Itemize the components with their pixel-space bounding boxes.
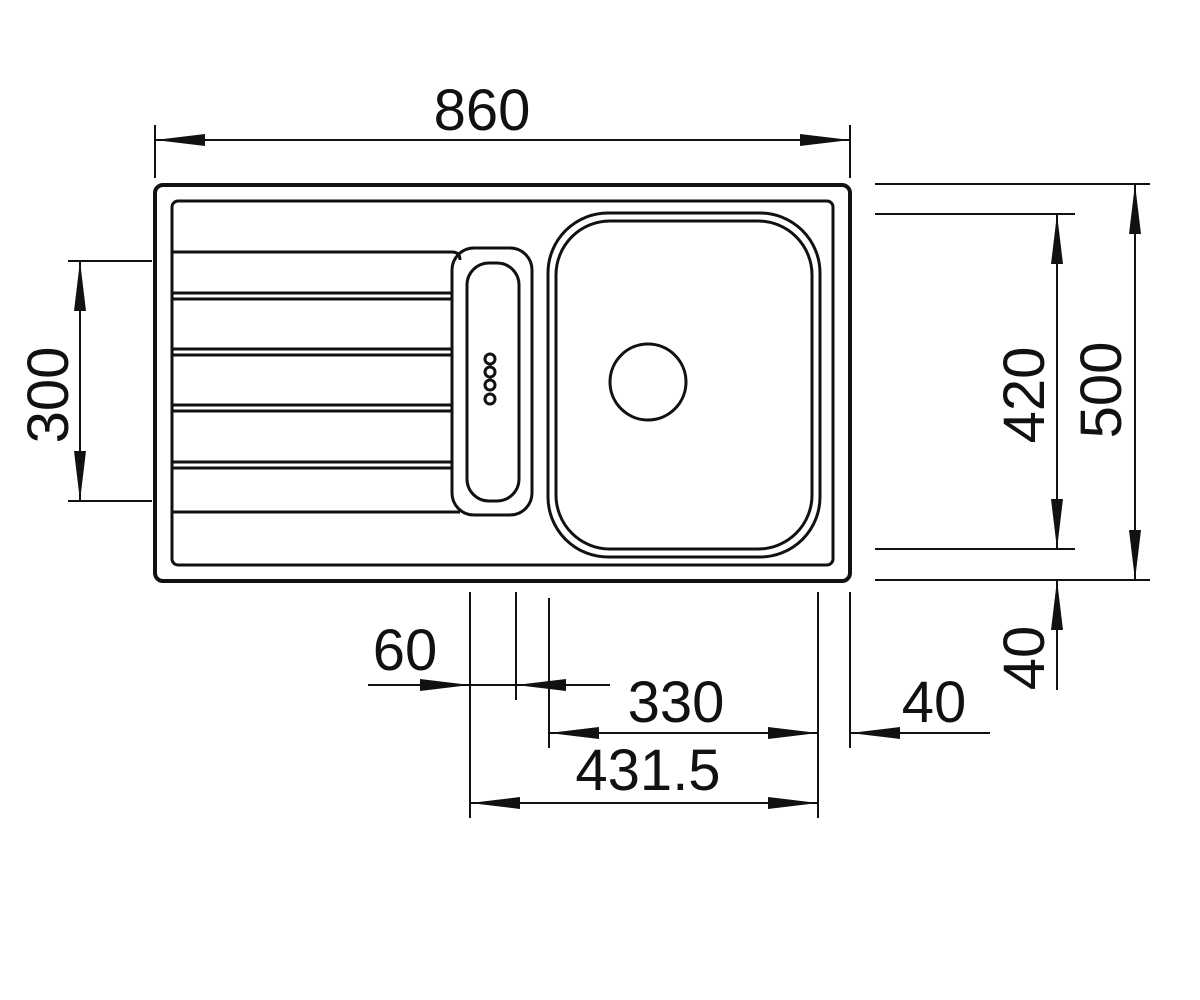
arrow-right-icon (768, 797, 818, 809)
sink-inner-frame (170, 199, 835, 567)
dimension-40-horizontal: 40 (850, 670, 990, 739)
dimension-label-60: 60 (373, 618, 438, 683)
bowl-outer (546, 211, 822, 559)
arrow-right-icon (768, 727, 818, 739)
dimension-label-860: 860 (434, 78, 531, 143)
arrow-left-icon (549, 727, 599, 739)
arrow-left-icon (516, 679, 566, 691)
overflow-slot (465, 261, 521, 503)
drainer-board (170, 250, 462, 514)
dimension-500: 500 (875, 183, 1150, 581)
drainer-groove (170, 347, 454, 357)
arrow-down-icon (1129, 530, 1141, 580)
arrow-up-icon (1051, 214, 1063, 264)
dimension-label-40-vertical: 40 (992, 626, 1057, 691)
bowl-inner (554, 219, 814, 551)
dimension-420: 420 (875, 213, 1075, 550)
dimension-330: 330 (549, 670, 818, 739)
dimension-431-5: 431.5 (470, 738, 818, 809)
sink-bowl (546, 211, 822, 559)
arrow-down-icon (74, 451, 86, 501)
drainer-groove (170, 403, 454, 413)
arrow-up-icon (74, 261, 86, 311)
drainer-top-edge (172, 250, 462, 261)
overflow-channel (450, 246, 534, 517)
overflow-hole (483, 378, 497, 392)
dimension-60: 60 (368, 618, 610, 691)
dimension-label-330: 330 (628, 670, 725, 735)
dimension-label-431-5: 431.5 (575, 738, 720, 803)
drain-hole (608, 342, 688, 422)
arrow-left-icon (850, 727, 900, 739)
dimension-40-vertical: 40 (992, 580, 1063, 690)
arrow-up-icon (1051, 580, 1063, 630)
drainer-groove (170, 291, 454, 301)
dimension-label-420: 420 (992, 347, 1057, 444)
arrow-left-icon (155, 134, 205, 146)
sink-body (153, 183, 852, 583)
overflow-hole (483, 352, 497, 366)
arrow-right-icon (420, 679, 470, 691)
drainer-groove (170, 460, 454, 470)
sink-outer-frame (153, 183, 852, 583)
overflow-hole (483, 392, 497, 406)
bottom-extension-lines (469, 592, 851, 818)
arrow-left-icon (470, 797, 520, 809)
arrow-up-icon (1129, 184, 1141, 234)
dimension-label-300: 300 (16, 347, 81, 444)
dimension-300: 300 (16, 260, 152, 502)
overflow-hole (483, 365, 497, 379)
dimension-860: 860 (154, 78, 851, 178)
dimension-label-40-horizontal: 40 (902, 670, 967, 735)
overflow-outer (450, 246, 534, 517)
arrow-right-icon (800, 134, 850, 146)
arrow-down-icon (1051, 499, 1063, 549)
dimension-label-500: 500 (1069, 342, 1134, 439)
